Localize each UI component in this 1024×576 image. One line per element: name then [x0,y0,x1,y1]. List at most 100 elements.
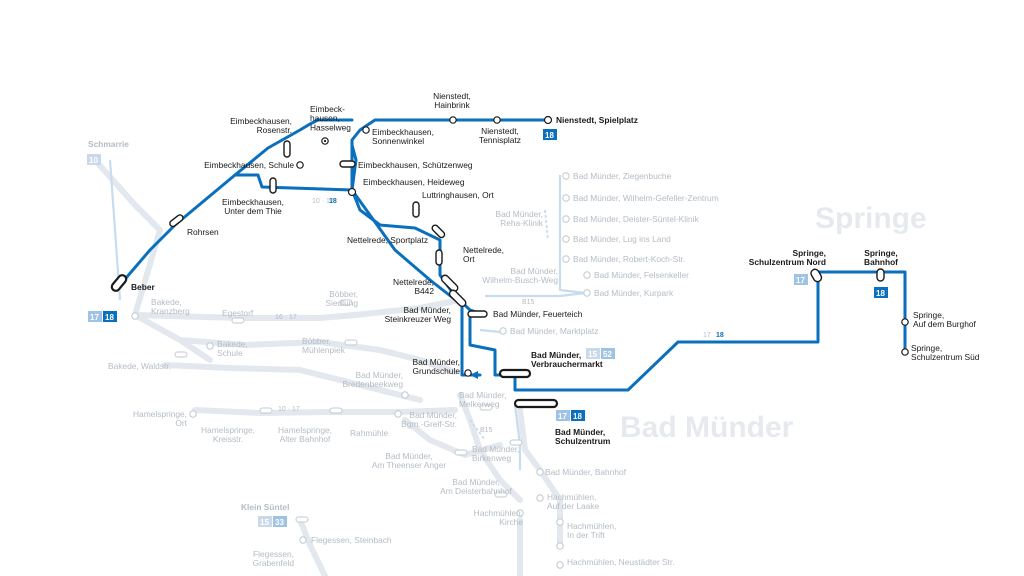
label-bad-muender-grundschule: Bad Münder,Grundschule [413,357,461,376]
label-nettelrede-b442: Nettelrede,B442 [393,277,434,296]
label-bad-muender-kurpark: Bad Münder, Kurpark [594,288,674,298]
label-bad-muender-wilhelm-busch-weg: Bad Münder,Wilhelm-Busch-Weg [482,266,558,285]
stop-springe-schulzentrum-sued [901,348,909,356]
label-eimbeckhausen-hasselweg: Eimbeck-hausen,Hasselweg [310,104,351,132]
label-bad-muender-bgm-greif-str: Bad Münder,Bgm.-Greif-Str. [401,410,457,429]
label-eimbeckhausen-unter-dem-thie: Eimbeckhausen,Unter dem Thie [222,197,284,216]
label-bad-muender-birkenweg: Bad Münder,Birkenweg [472,444,520,463]
badge-15-verbrauchermarkt: 15 [588,350,597,359]
label-flegessen-grabenfeld: Flegessen,Grabenfeld [253,549,295,568]
label-hachmuehlen-neustaedter-str: Hachmühlen, Neustädter Str. [567,557,675,567]
inactive-stops [131,172,591,569]
label-hamelspringe-ort: Hamelspringe,Ort [133,409,188,428]
label-bad-muender-bredenbeekweg: Bad Münder,Bredenbeekweg [342,370,403,389]
label-eimbeckhausen-schule: Eimbeckhausen, Schule [204,160,294,170]
segment-label-17: 17 [703,332,711,339]
stop-nettelrede-ort [435,249,443,266]
label-eimbeckhausen-heideweg: Eimbeckhausen, Heideweg [363,177,465,187]
badge-15-klein-suentel: 15 [260,518,269,527]
label-bakede-waldstr: Bakede, Waldstr. [108,361,171,371]
stop-eimbeckhausen-heideweg [347,187,357,197]
stop-bad-muender-feuerteich [467,310,488,318]
segment-label-10-17: 10 · 17 [312,198,334,205]
segment-label-18: 18 [329,198,337,205]
badge-17-springe-nord: 17 [796,276,805,285]
badge-52-verbrauchermarkt: 52 [603,350,612,359]
stop-rohrsen [169,214,184,228]
label-bad-muender-melkerweg: Bad Münder,Melkerweg [459,390,507,409]
label-bad-muender-wilhelm-gefeller-zentrum: Bad Münder, Wilhelm-Gefeller-Zentrum [573,193,719,203]
badge-18-beber: 18 [105,313,114,322]
label-rahmuehle: Rahmühle [350,428,389,438]
line-badges: 18 18 17 17 18 17 18 10 15 52 15 33 [87,129,888,527]
badge-18-springe-bahnhof: 18 [876,289,885,298]
label-bad-muender-bahnhof: Bad Münder, Bahnhof [545,467,627,477]
badge-18-schulzentrum: 18 [573,412,582,421]
label-bad-muender-reha-klinik: Bad Münder,Reha-Klinik [496,209,544,228]
label-eimbeckhausen-sonnenwinkel: Eimbeckhausen,Sonnenwinkel [372,127,434,146]
label-hachmuehlen-in-der-trift: Hachmühlen,In der Trift [567,521,616,540]
label-schmarrie: Schmarrie [88,139,129,149]
label-bad-muender-steinkreuzer-weg: Bad Münder,Steinkreuzer Weg [385,305,452,324]
label-boebber-muehlenpiek: Böbber,Mühlenpiek [302,336,346,355]
label-bad-muender-marktplatz: Bad Münder, Marktplatz [510,326,598,336]
label-bad-muender-lug-ins-land: Bad Münder, Lug ins Land [573,234,671,244]
label-eimbeckhausen-schuetzenweg: Eimbeckhausen, Schützenweg [358,160,473,170]
label-bakede-kranzberg: Bakede,Kranzberg [151,297,190,316]
label-bad-muender-deister-suentel-klinik: Bad Münder, Deister-Süntel-Klinik [573,214,699,224]
route-stops [110,115,909,409]
label-hamelspringe-kreisstr: Hamelspringe,Kreisstr. [201,425,255,444]
badge-10-schmarrie: 10 [89,156,98,165]
stop-nettelrede-sportplatz [431,224,446,239]
stop-springe-schulzentrum-nord [810,268,823,283]
label-rohrsen: Rohrsen [187,227,219,237]
label-springe-bahnhof: Springe,Bahnhof [864,248,898,267]
stop-springe-auf-dem-burghof [901,318,909,326]
town-label-springe: Springe [815,202,927,235]
label-luttringhausen-ort: Luttringhausen, Ort [422,190,494,200]
label-bad-muender-am-deisterbahnhof: Bad Münder,Am Deisterbahnhof [440,477,512,496]
label-nettelrede-ort: Nettelrede,Ort [463,245,504,264]
stop-bad-muender-schulzentrum [513,398,559,409]
stop-nienstedt-spielplatz [543,115,553,125]
segment-label-10-17-lower: 10 · 17 [278,406,300,413]
segment-label-b15-lower: B15 [480,427,493,434]
stop-nettelrede-b442 [440,274,459,293]
stop-beber [110,274,128,292]
stop-eimbeckhausen-schule-circle [296,161,304,169]
label-eimbeckhausen-rosenstr: Eimbeckhausen,Rosenstr. [230,116,292,135]
label-hachmuehlen-auf-der-laake: Hachmühlen,Auf der Laake [547,492,599,511]
label-flegessen-steinbach: Flegessen, Steinbach [311,535,392,545]
segment-label-18-springe: 18 [716,332,724,339]
label-bad-muender-ziegenbuche: Bad Münder, Ziegenbuche [573,171,672,181]
label-springe-schulzentrum-nord: Springe,Schulzentrum Nord [749,248,826,267]
stop-eimbeckhausen-sonnenwinkel [362,126,370,134]
label-egestorf: Egestorf [222,308,254,318]
label-boebber-siedlung: Böbber,Siedlung [325,289,358,308]
label-klein-suentel: Klein Süntel [241,502,289,512]
badge-18-nienstedt: 18 [545,131,554,140]
segment-label-16-17: 16 · 17 [275,314,297,321]
town-label-bad-muender: Bad Münder [620,411,794,444]
label-nienstedt-tennisplatz: Nienstedt,Tennisplatz [479,126,521,145]
stop-eimbeckhausen-unter-dem-thie [269,177,277,194]
stop-nienstedt-tennisplatz [493,116,501,124]
route-stop-labels: Nienstedt,Hainbrink Nienstedt, Spielplat… [131,91,980,446]
label-bad-muender-felsenkeller: Bad Münder, Felsenkeller [594,270,689,280]
badge-17-schulzentrum: 17 [558,412,567,421]
label-bad-muender-robert-koch-str: Bad Münder, Robert-Koch-Str. [573,254,685,264]
label-springe-schulzentrum-sued: Springe,Schulzentrum Süd [911,343,980,362]
stop-eimbeckhausen-rosenstr [283,140,291,158]
segment-label-b15: B15 [522,299,535,306]
label-bad-muender-verbrauchermarkt: Bad Münder,Verbrauchermarkt [531,350,603,369]
stop-nienstedt-hainbrink [449,116,457,124]
label-bakede-schule: Bakede,Schule [217,339,248,358]
label-bad-muender-feuerteich: Bad Münder, Feuerteich [493,309,583,319]
label-nienstedt-hainbrink: Nienstedt,Hainbrink [433,91,471,110]
direction-arrow-icon [470,371,478,379]
label-springe-auf-dem-burghof: Springe,Auf dem Burghof [913,310,977,329]
badge-17-beber: 17 [90,313,99,322]
stop-nettelrede-b442-2 [448,289,467,308]
label-nienstedt-spielplatz: Nienstedt, Spielplatz [556,115,638,125]
label-hamelspringe-alter-bahnhof: Hamelspringe,Alter Bahnhof [278,425,332,444]
